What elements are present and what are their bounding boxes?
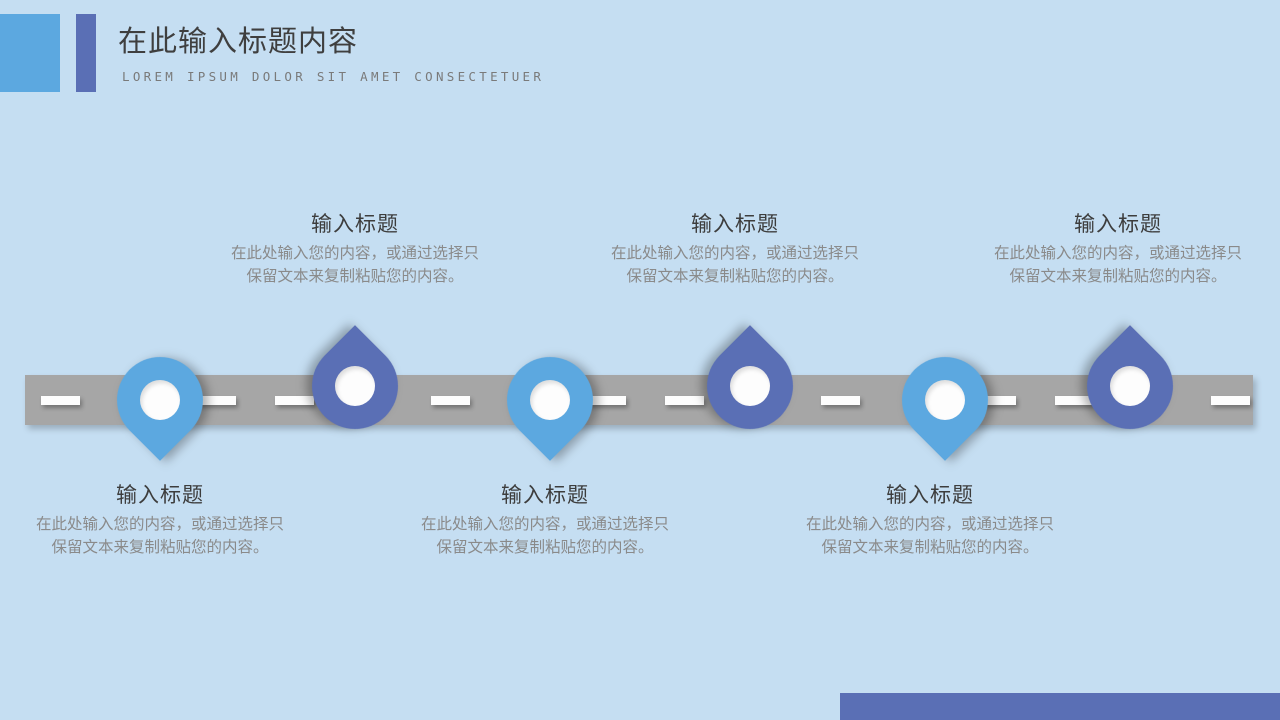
road-dash [1055,396,1094,405]
block-title: 输入标题 [116,484,204,507]
timeline-text-block-1: 输入标题在此处输入您的内容，或通过选择只保留文本来复制粘贴您的内容。 [230,212,480,289]
road-dash [977,396,1016,405]
pin-center-dot [335,366,375,406]
timeline-text-block-4: 输入标题在此处输入您的内容，或通过选择只保留文本来复制粘贴您的内容。 [35,483,285,560]
pin-center-dot [730,366,770,406]
block-title: 输入标题 [1074,213,1162,236]
pin-center-dot [140,380,180,420]
block-description: 在此处输入您的内容，或通过选择只保留文本来复制粘贴您的内容。 [610,245,859,286]
road-dash [41,396,80,405]
road-dash [1211,396,1250,405]
timeline-marker-pin-4[interactable] [689,325,811,451]
timeline-text-block-5: 输入标题在此处输入您的内容，或通过选择只保留文本来复制粘贴您的内容。 [420,483,670,560]
block-title: 输入标题 [501,484,589,507]
pin-center-dot [530,380,570,420]
pin-center-dot [925,380,965,420]
timeline-text-block-6: 输入标题在此处输入您的内容，或通过选择只保留文本来复制粘贴您的内容。 [805,483,1055,560]
road-dash [821,396,860,405]
block-description: 在此处输入您的内容，或通过选择只保留文本来复制粘贴您的内容。 [35,516,284,557]
block-title: 输入标题 [311,213,399,236]
timeline-marker-pin-2[interactable] [294,325,416,451]
timeline-marker-pin-5[interactable] [884,339,1006,465]
pin-center-dot [1110,366,1150,406]
timeline-text-block-3: 输入标题在此处输入您的内容，或通过选择只保留文本来复制粘贴您的内容。 [993,212,1243,289]
road-dash [665,396,704,405]
road-dash [275,396,314,405]
header-accent-bar [76,14,96,92]
page-title: 在此输入标题内容 [118,26,359,58]
road-dash [197,396,236,405]
page-subtitle: LOREM IPSUM DOLOR SIT AMET CONSECTETUER [122,69,545,84]
timeline-text-block-2: 输入标题在此处输入您的内容，或通过选择只保留文本来复制粘贴您的内容。 [610,212,860,289]
timeline-marker-pin-6[interactable] [1069,325,1191,451]
block-title: 输入标题 [691,213,779,236]
timeline-marker-pin-1[interactable] [99,339,221,465]
block-title: 输入标题 [886,484,974,507]
header-accent-square [0,14,60,92]
road-dash [587,396,626,405]
block-description: 在此处输入您的内容，或通过选择只保留文本来复制粘贴您的内容。 [993,245,1242,286]
footer-accent-bar [840,693,1280,720]
block-description: 在此处输入您的内容，或通过选择只保留文本来复制粘贴您的内容。 [230,245,479,286]
timeline-marker-pin-3[interactable] [489,339,611,465]
block-description: 在此处输入您的内容，或通过选择只保留文本来复制粘贴您的内容。 [420,516,669,557]
block-description: 在此处输入您的内容，或通过选择只保留文本来复制粘贴您的内容。 [805,516,1054,557]
road-dash [431,396,470,405]
